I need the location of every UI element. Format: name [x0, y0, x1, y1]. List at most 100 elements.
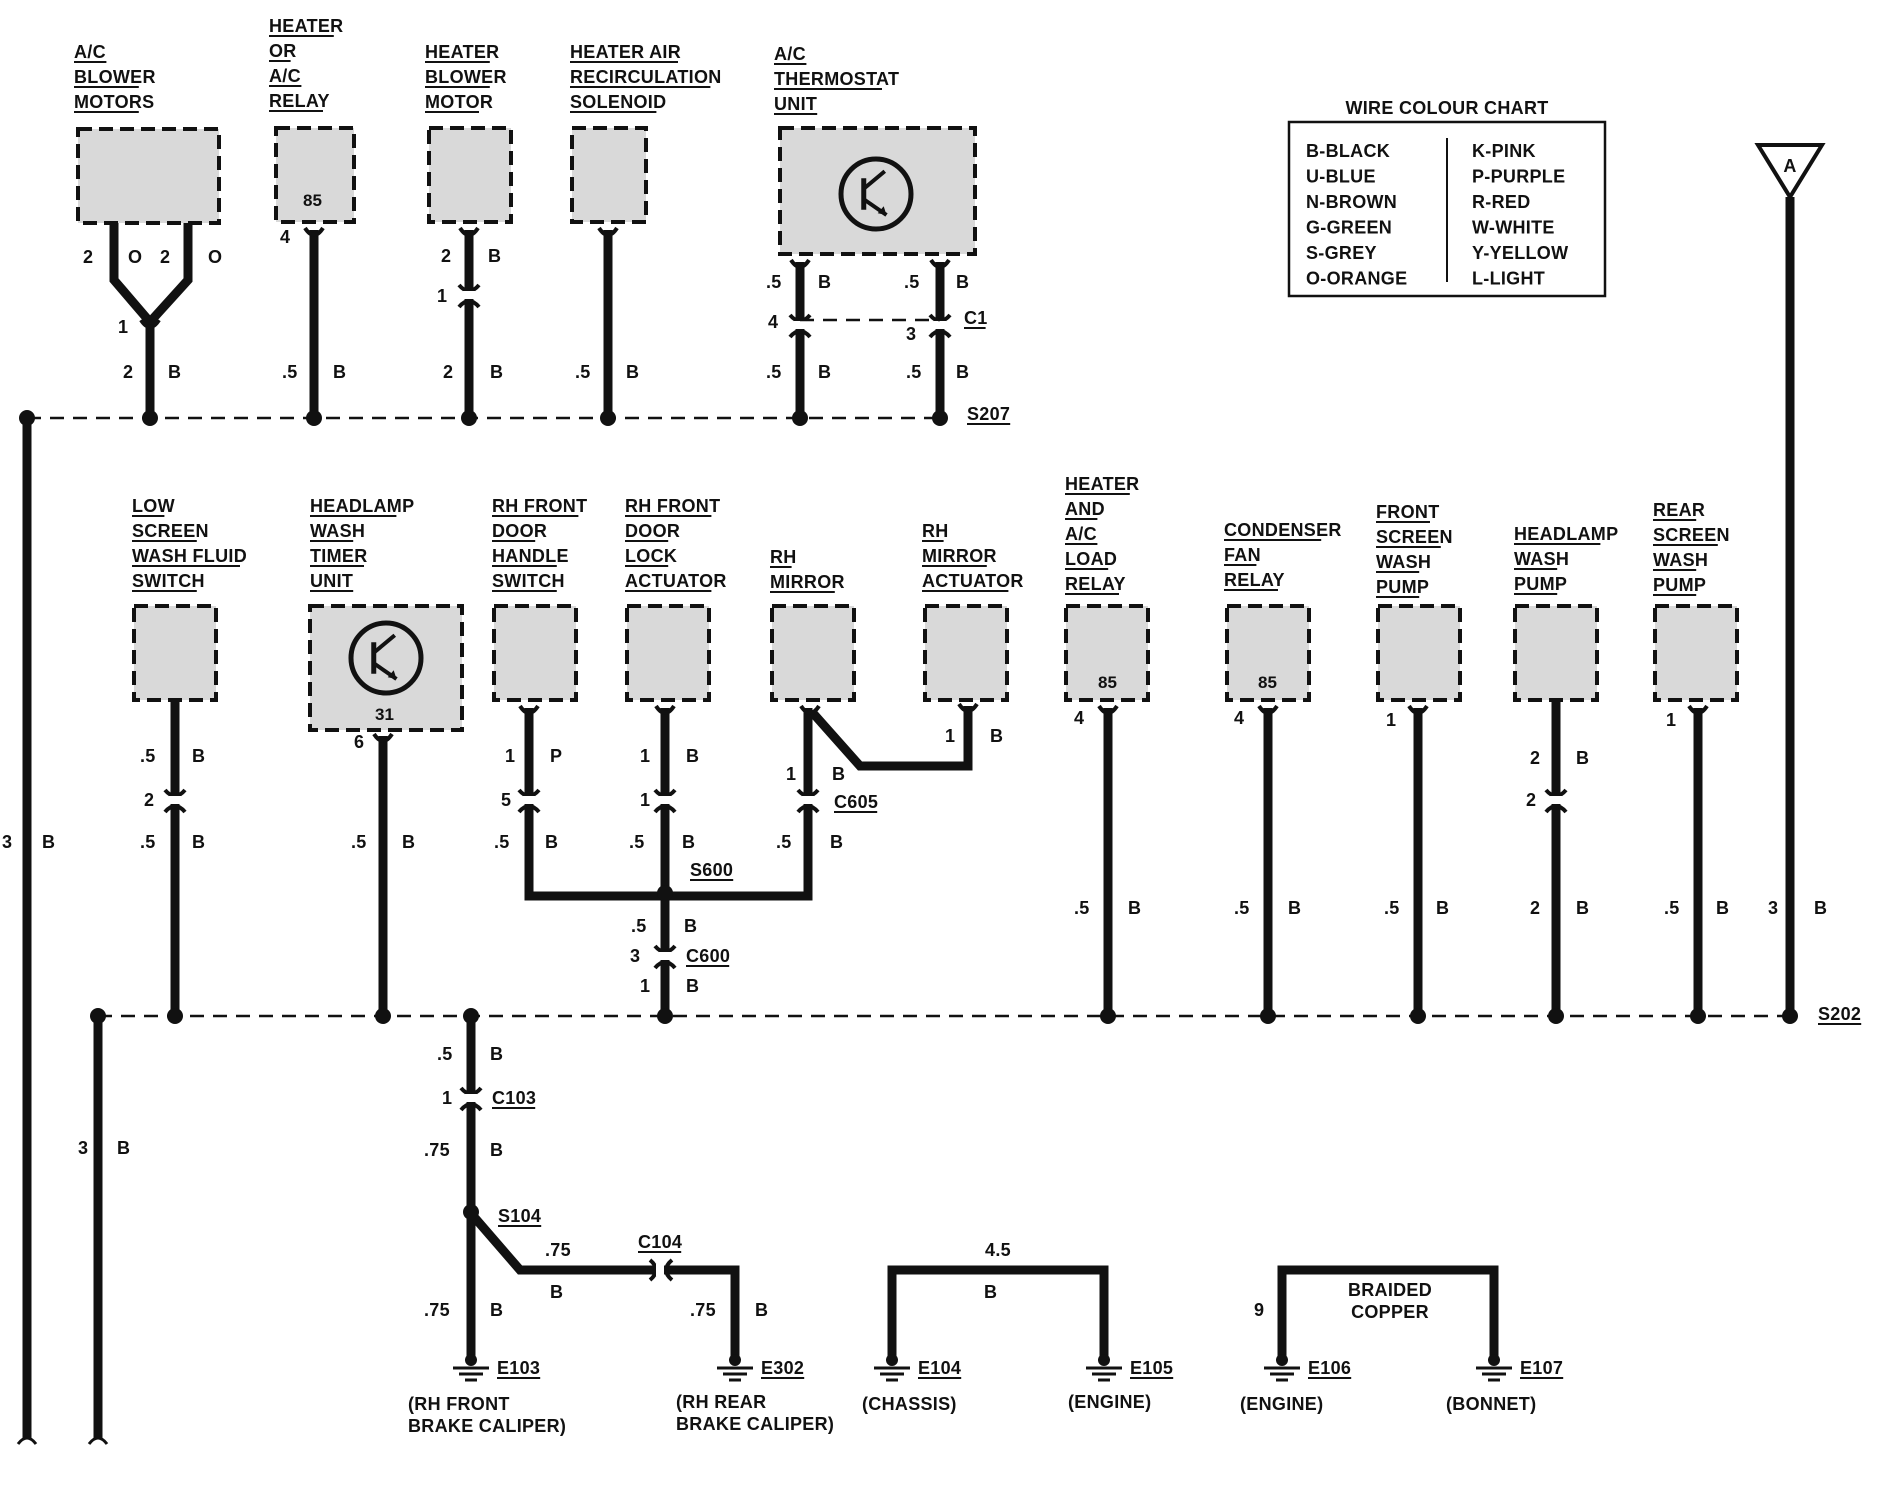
c600-pin1: 1	[640, 976, 650, 996]
e302-loc-1: BRAKE CALIPER)	[676, 1414, 834, 1434]
headlamp-timer-color: B	[402, 832, 415, 852]
heater-ac-relay-label-0: HEATER	[269, 16, 343, 36]
heater-ac-relay	[274, 126, 356, 224]
front-screen-pump-label-2: WASH	[1376, 552, 1431, 572]
heater-ac-load-relay-label-4: RELAY	[1065, 574, 1126, 594]
front-screen-pump-label-1: SCREEN	[1376, 527, 1453, 547]
heater-ac-load-relay-label-1: AND	[1065, 499, 1105, 519]
rh-door-lock-label-3: ACTUATOR	[625, 571, 727, 591]
e106-loc-0: (ENGINE)	[1240, 1394, 1323, 1414]
rh-door-handle-wire	[524, 708, 662, 901]
legend-left-0: B-BLACK	[1306, 141, 1390, 161]
s202-node-6	[1260, 1008, 1276, 1024]
c600-color: B	[686, 976, 699, 996]
rh-mirror-fork	[799, 704, 821, 715]
rh-mirror-color-top: B	[832, 764, 845, 784]
s104-to-e302-wire	[471, 1215, 740, 1344]
ac-thermostat-conn-right-gap	[934, 321, 946, 329]
connector-a-label: A	[1783, 156, 1796, 176]
e105-ground-id: E105	[1130, 1358, 1173, 1378]
e302-ground-id: E302	[761, 1358, 804, 1378]
heater-ac-load-relay-pin4: 4	[1074, 708, 1084, 728]
rh-door-handle-color-p: P	[550, 746, 562, 766]
headlamp-wash-pump	[1513, 604, 1599, 702]
c103-connector-gap	[465, 1094, 477, 1102]
c103-gauge-top: .5	[437, 1044, 453, 1064]
rh-mirror-wire	[668, 708, 813, 901]
rh-door-handle-gauge: .5	[494, 832, 510, 852]
rear-screen-pump-color: B	[1716, 898, 1729, 918]
low-screen-color-top: B	[192, 746, 205, 766]
ac-blower-color-o-left: O	[128, 247, 142, 267]
rh-door-lock-label-1: DOOR	[625, 521, 680, 541]
ac-blower-gauge: 2	[123, 362, 133, 382]
front-screen-pump-label-0: FRONT	[1376, 502, 1440, 522]
front-screen-wash-pump	[1376, 604, 1462, 702]
headlamp-pump-pin2: 2	[1526, 790, 1536, 810]
c600-label: C600	[686, 946, 730, 966]
e104-loc-0: (CHASSIS)	[862, 1394, 957, 1414]
low-screen-label-0: LOW	[132, 496, 175, 516]
low-screen-connector-bottom	[163, 804, 187, 814]
heater-blower-connector-bottom	[457, 299, 481, 309]
ac-thermostat-color-r-top: B	[956, 272, 969, 292]
heater-ac-relay-gauge: .5	[282, 362, 298, 382]
braided-label-1: COPPER	[1351, 1302, 1429, 1322]
heater-blower-fork	[458, 226, 480, 237]
e302-loc-0: (RH REAR	[676, 1392, 766, 1412]
heater-blower-label-2: MOTOR	[425, 92, 493, 112]
connector-a-color: B	[1814, 898, 1827, 918]
headlamp-pump-label-1: WASH	[1514, 549, 1569, 569]
legend-right-1: P-PURPLE	[1472, 167, 1565, 187]
low-screen-label-1: SCREEN	[132, 521, 209, 541]
rh-door-lock-label-2: LOCK	[625, 546, 677, 566]
heater-blower-color-upper: B	[488, 246, 501, 266]
c104-connector-right	[664, 1258, 674, 1282]
rh-door-handle-label-2: HANDLE	[492, 546, 569, 566]
heater-blower-gauge: 2	[443, 362, 453, 382]
heater-blower-motor	[427, 126, 513, 224]
ac-blower-label-1: BLOWER	[74, 67, 156, 87]
low-screen-gauge-top: .5	[140, 746, 156, 766]
heater-blower-pin1: 1	[437, 286, 447, 306]
headlamp-pump-pin2-top: 2	[1530, 748, 1540, 768]
ac-thermostat-gauge-r-top: .5	[904, 272, 920, 292]
rh-door-lock-pin1-top: 1	[640, 746, 650, 766]
rh-mirror-actuator-fork	[957, 702, 979, 713]
c1-label: C1	[964, 308, 988, 328]
ac-blower-pin1: 1	[118, 317, 128, 337]
ac-thermostat-pin3: 3	[906, 324, 916, 344]
recirc-solenoid-color: B	[626, 362, 639, 382]
rh-mirror-color: B	[830, 832, 843, 852]
e107-loc-0: (BONNET)	[1446, 1394, 1536, 1414]
headlamp-timer-label-0: HEADLAMP	[310, 496, 414, 516]
rh-door-handle-pin1: 1	[505, 746, 515, 766]
legend-left-1: U-BLUE	[1306, 167, 1376, 187]
e107-ground-id: E107	[1520, 1358, 1563, 1378]
heater-ac-relay-label-2: A/C	[269, 66, 301, 86]
front-screen-pump-label-3: PUMP	[1376, 577, 1429, 597]
left-wire-2-end	[87, 1436, 109, 1445]
e106-e107-braided-strap	[1277, 1265, 1499, 1344]
ac-thermostat-fork-right	[929, 258, 951, 269]
left-wire-2-gauge: 3	[78, 1138, 88, 1158]
recirc-solenoid	[570, 126, 648, 224]
ac-blower-pin2-right: 2	[160, 247, 170, 267]
s202-label: S202	[1818, 1004, 1861, 1024]
rh-door-lock-actuator	[625, 604, 711, 702]
e103-loc-1: BRAKE CALIPER)	[408, 1416, 566, 1436]
s202-node-10	[1782, 1008, 1798, 1024]
rh-door-lock-connector-bottom	[653, 804, 677, 814]
e104-ground-dot	[886, 1354, 898, 1366]
e107-ground-dot	[1488, 1354, 1500, 1366]
legend-right-5: L-LIGHT	[1472, 269, 1545, 289]
rh-mirror-c605-gap	[802, 796, 814, 804]
low-screen-wash-switch	[132, 604, 218, 702]
c600-color-top: B	[684, 916, 697, 936]
front-screen-pump-gauge: .5	[1384, 898, 1400, 918]
rh-door-lock-color-top: B	[686, 746, 699, 766]
ac-blower-pin2-left: 2	[83, 247, 93, 267]
headlamp-timer-transistor-arrow	[387, 670, 397, 679]
condenser-fan-relay-color: B	[1288, 898, 1301, 918]
legend-right-3: W-WHITE	[1472, 218, 1555, 238]
